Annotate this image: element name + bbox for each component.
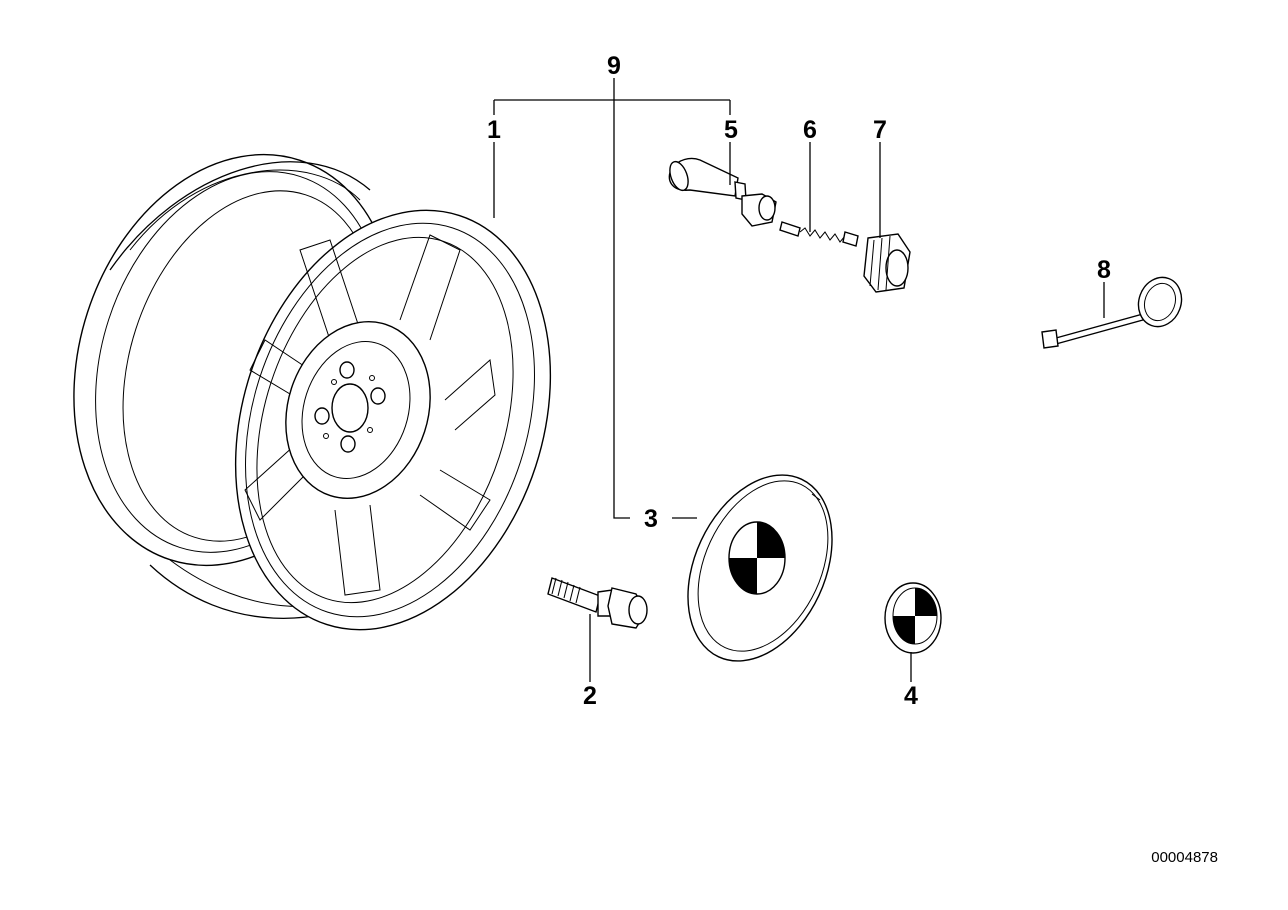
document-number: 00004878 [1151,849,1218,866]
callout-8: 8 [1097,256,1111,284]
callout-3: 3 [644,505,658,533]
removal-tool-icon[interactable] [1041,271,1188,349]
callout-4: 4 [904,682,918,710]
callout-9: 9 [607,52,621,80]
valve-stem-icon[interactable] [666,157,777,227]
callout-1: 1 [487,116,501,144]
callout-7: 7 [873,116,887,144]
valve-insert-icon[interactable] [779,221,859,247]
wheel-bolt-icon[interactable] [547,577,648,629]
leader-lines [493,78,1105,682]
callout-5: 5 [724,116,738,144]
alloy-wheel-icon[interactable] [23,112,602,670]
valve-cap-icon[interactable] [863,233,911,293]
hub-cap-icon[interactable] [660,452,861,685]
emblem-icon[interactable] [884,582,942,654]
callout-2: 2 [583,682,597,710]
callout-6: 6 [803,116,817,144]
